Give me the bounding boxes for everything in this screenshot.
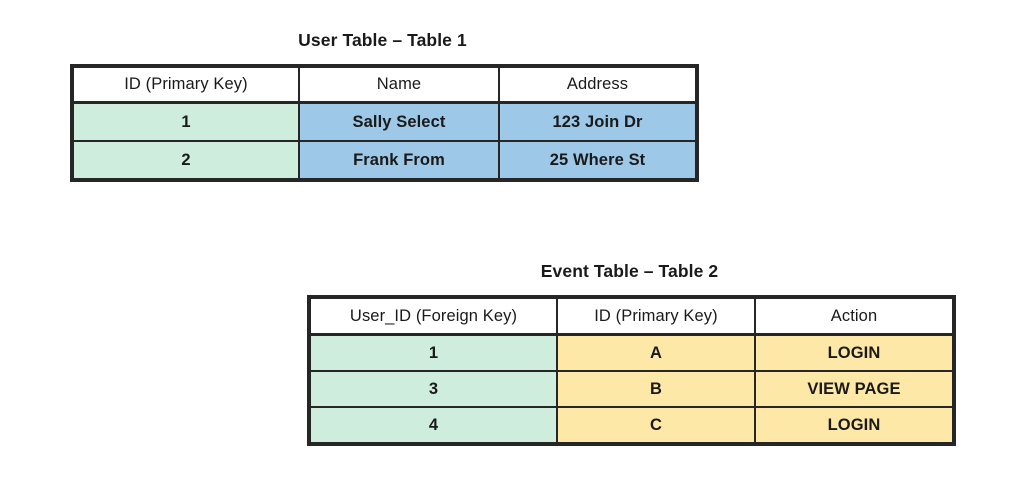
user-table-header-id: ID (Primary Key) bbox=[71, 65, 300, 104]
event-table-cell-user-id: 4 bbox=[308, 406, 558, 445]
event-table-block: Event Table – Table 2 User_ID (Foreign K… bbox=[307, 261, 956, 446]
event-table-header-action: Action bbox=[754, 296, 955, 336]
table-header-row: ID (Primary Key) Name Address bbox=[71, 65, 698, 104]
event-table: User_ID (Foreign Key) ID (Primary Key) A… bbox=[307, 295, 956, 446]
user-table: ID (Primary Key) Name Address 1 Sally Se… bbox=[70, 64, 699, 182]
event-table-cell-id: B bbox=[556, 370, 756, 408]
event-table-header-user-id: User_ID (Foreign Key) bbox=[308, 296, 558, 336]
user-table-cell-name: Frank From bbox=[298, 140, 500, 181]
user-table-cell-name: Sally Select bbox=[298, 101, 500, 142]
event-table-cell-action: VIEW PAGE bbox=[754, 370, 955, 408]
user-table-cell-id: 2 bbox=[71, 140, 300, 181]
event-table-cell-action: LOGIN bbox=[754, 406, 955, 445]
table-row: 3 B VIEW PAGE bbox=[308, 370, 955, 408]
user-table-header-name: Name bbox=[298, 65, 500, 104]
table-row: 1 Sally Select 123 Join Dr bbox=[71, 101, 698, 142]
user-table-cell-id: 1 bbox=[71, 101, 300, 142]
user-table-header-address: Address bbox=[498, 65, 698, 104]
table-row: 4 C LOGIN bbox=[308, 406, 955, 445]
event-table-cell-id: A bbox=[556, 333, 756, 372]
table-row: 1 A LOGIN bbox=[308, 333, 955, 372]
event-table-cell-user-id: 1 bbox=[308, 333, 558, 372]
event-table-cell-action: LOGIN bbox=[754, 333, 955, 372]
user-table-title: User Table – Table 1 bbox=[298, 30, 467, 50]
table-header-row: User_ID (Foreign Key) ID (Primary Key) A… bbox=[308, 296, 955, 336]
user-table-cell-address: 123 Join Dr bbox=[498, 101, 698, 142]
user-table-cell-address: 25 Where St bbox=[498, 140, 698, 181]
event-table-header-id: ID (Primary Key) bbox=[556, 296, 756, 336]
table-row: 2 Frank From 25 Where St bbox=[71, 140, 698, 181]
event-table-cell-user-id: 3 bbox=[308, 370, 558, 408]
event-table-cell-id: C bbox=[556, 406, 756, 445]
event-table-title: Event Table – Table 2 bbox=[540, 261, 719, 281]
user-table-block: User Table – Table 1 ID (Primary Key) Na… bbox=[70, 30, 699, 182]
